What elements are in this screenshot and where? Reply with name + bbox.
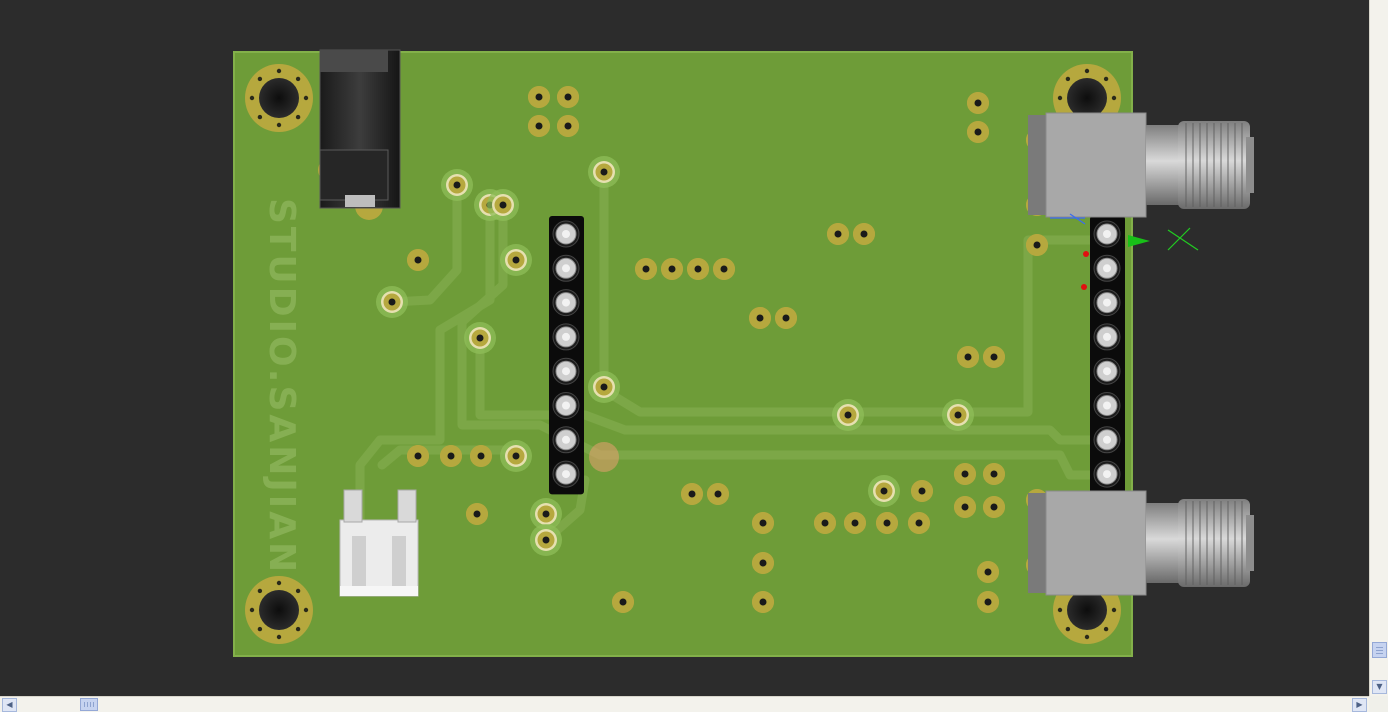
via: [466, 503, 488, 525]
header-pin: [1093, 426, 1121, 454]
header-pin: [1093, 289, 1121, 317]
pin-header-right[interactable]: [1090, 216, 1125, 495]
header-pin: [1093, 357, 1121, 385]
header-pin: [1093, 392, 1121, 419]
via: [528, 115, 550, 137]
via: [977, 591, 999, 613]
via: [440, 445, 462, 467]
via: [814, 512, 836, 534]
via: [752, 591, 774, 613]
chevron-left-icon: ◀: [6, 700, 13, 709]
axis-gizmo: [1050, 213, 1199, 290]
via: [530, 524, 562, 556]
vertical-scrollbar[interactable]: ▼: [1369, 0, 1388, 696]
via: [528, 86, 550, 108]
via: [752, 552, 774, 574]
header-pin: [1093, 220, 1121, 248]
via: [407, 445, 429, 467]
silkscreen-label: STUDIO.SANJIAN: [261, 198, 302, 575]
via: [681, 483, 703, 505]
via: [957, 346, 979, 368]
mounting-holes: [245, 64, 1121, 644]
via: [1026, 234, 1048, 256]
via: [827, 223, 849, 245]
header-pin: [552, 220, 580, 248]
header-pin: [552, 426, 580, 454]
via: [977, 561, 999, 583]
via: [752, 512, 774, 534]
pcb-3d-viewport[interactable]: STUDIO.SANJIAN: [0, 0, 1369, 696]
via: [876, 512, 898, 534]
via: [967, 92, 989, 114]
via: [983, 463, 1005, 485]
header-pin: [552, 254, 580, 282]
via: [661, 258, 683, 280]
via: [832, 399, 864, 431]
via: [713, 258, 735, 280]
scroll-right-button[interactable]: ▶: [1352, 698, 1367, 712]
via: [908, 512, 930, 534]
via: [530, 498, 562, 530]
via: [557, 86, 579, 108]
via: [687, 258, 709, 280]
mounting-hole: [245, 576, 313, 644]
via: [942, 399, 974, 431]
via: [707, 483, 729, 505]
mounting-hole: [245, 64, 313, 132]
header-pin: [1093, 323, 1121, 351]
via: [464, 322, 496, 354]
via: [500, 244, 532, 276]
scrollbar-corner: [1369, 696, 1388, 712]
via: [487, 189, 519, 221]
via: [376, 286, 408, 318]
via: [775, 307, 797, 329]
via: [749, 307, 771, 329]
header-pin: [552, 323, 580, 351]
sma-connector-top[interactable]: [1028, 112, 1254, 218]
header-pin: [1093, 460, 1121, 488]
header-pin: [552, 357, 580, 385]
via: [470, 445, 492, 467]
via: [954, 496, 976, 518]
via: [954, 463, 976, 485]
horizontal-scroll-thumb[interactable]: [80, 698, 98, 711]
via: [635, 258, 657, 280]
header-pin: [552, 289, 580, 317]
chevron-down-icon: ▼: [1376, 682, 1383, 691]
via: [441, 169, 473, 201]
via: [967, 121, 989, 143]
pcb-scene: STUDIO.SANJIAN: [233, 49, 1254, 657]
selection-highlight: [589, 442, 619, 472]
via: [868, 475, 900, 507]
dc-barrel-jack[interactable]: [318, 49, 401, 220]
via: [911, 480, 933, 502]
header-pin: [1093, 254, 1121, 282]
via: [853, 223, 875, 245]
scroll-left-button[interactable]: ◀: [2, 698, 17, 712]
via: [407, 249, 429, 271]
scroll-down-button[interactable]: ▼: [1372, 680, 1387, 694]
jst-connector[interactable]: [339, 489, 419, 597]
pin-header-left[interactable]: [549, 216, 584, 495]
via: [588, 371, 620, 403]
via-pads: [376, 86, 1048, 613]
via: [612, 591, 634, 613]
chevron-right-icon: ▶: [1356, 700, 1363, 709]
via: [844, 512, 866, 534]
vertical-scroll-thumb[interactable]: [1372, 642, 1387, 658]
header-pin: [552, 392, 580, 419]
header-pin: [552, 460, 580, 488]
via: [983, 346, 1005, 368]
horizontal-scrollbar[interactable]: ◀ ▶: [0, 696, 1369, 712]
via: [588, 156, 620, 188]
via: [557, 115, 579, 137]
via: [500, 440, 532, 472]
sma-connector-bottom[interactable]: [1028, 490, 1254, 596]
via: [983, 496, 1005, 518]
